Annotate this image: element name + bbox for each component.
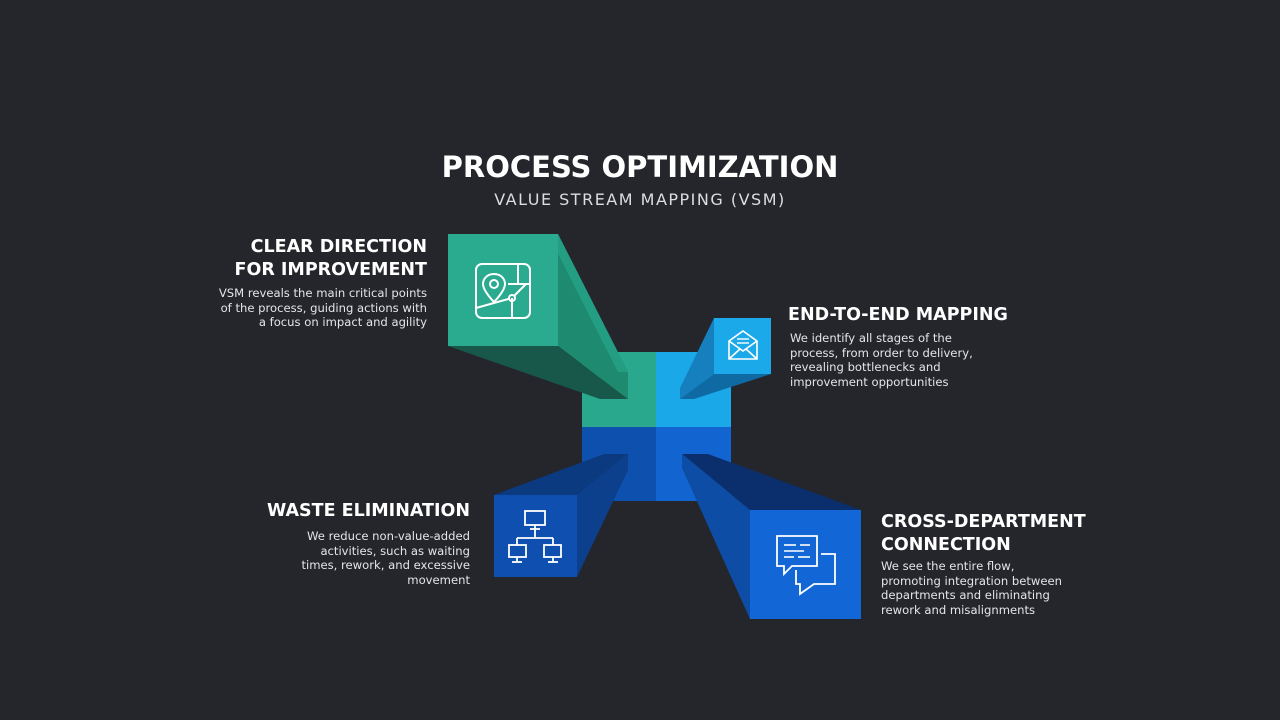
blue-extrusion-top bbox=[682, 454, 861, 510]
clear-direction-desc-line2: of the process, guiding actions with bbox=[220, 300, 427, 315]
waste-elimination-desc-line4: movement bbox=[407, 572, 470, 587]
cyan-extrusion-bottom bbox=[680, 374, 771, 399]
cross-department-heading-line2: CONNECTION bbox=[881, 535, 1011, 555]
waste-elimination-desc-line2: activities, such as waiting bbox=[320, 543, 470, 558]
clear-direction-heading-line2: FOR IMPROVEMENT bbox=[234, 260, 427, 280]
cross-department-desc-line3: departments and eliminating bbox=[881, 588, 1050, 602]
navy-extrusion-right bbox=[577, 454, 628, 577]
waste-elimination-heading: WASTE ELIMINATION bbox=[267, 501, 470, 521]
cross-department-desc-line4: rework and misalignments bbox=[881, 602, 1036, 617]
envelope-icon bbox=[728, 330, 758, 360]
clear-direction-desc-line1: VSM reveals the main critical points bbox=[218, 286, 427, 300]
end-to-end-desc-line3: revealing bottlenecks and bbox=[790, 360, 941, 374]
map-pin-icon bbox=[475, 263, 531, 319]
cross-department-heading-line1: CROSS-DEPARTMENT bbox=[881, 512, 1086, 532]
cyan-block-face bbox=[714, 318, 771, 374]
clear-direction-desc-line3: a focus on impact and agility bbox=[258, 315, 427, 329]
end-to-end-desc-line2: process, from order to delivery, bbox=[790, 345, 973, 360]
page-subtitle: VALUE STREAM MAPPING (VSM) bbox=[494, 190, 786, 209]
end-to-end-desc-line4: improvement opportunities bbox=[790, 374, 949, 389]
waste-elimination-desc-line3: times, rework, and excessive bbox=[301, 558, 470, 572]
end-to-end-desc-line1: We identify all stages of the bbox=[790, 331, 952, 345]
cross-department-desc-line1: We see the entire flow, bbox=[881, 559, 1015, 573]
page-title: PROCESS OPTIMIZATION bbox=[441, 150, 839, 184]
teal-extrusion-bottom bbox=[448, 346, 628, 399]
teal-extrusion-top bbox=[548, 234, 628, 372]
network-icon bbox=[508, 510, 562, 563]
waste-elimination-desc-line1: We reduce non-value-added bbox=[307, 529, 470, 543]
navy-extrusion-top bbox=[494, 454, 628, 495]
end-to-end-heading: END-TO-END MAPPING bbox=[788, 305, 1008, 325]
cyan-extrusion-left bbox=[680, 318, 714, 399]
cross-department-desc-line2: promoting integration between bbox=[881, 573, 1063, 588]
clear-direction-heading-line1: CLEAR DIRECTION bbox=[250, 237, 427, 257]
blue-extrusion-left bbox=[682, 454, 750, 619]
chat-bubbles-icon bbox=[776, 535, 836, 596]
blue-block-face bbox=[750, 510, 861, 619]
